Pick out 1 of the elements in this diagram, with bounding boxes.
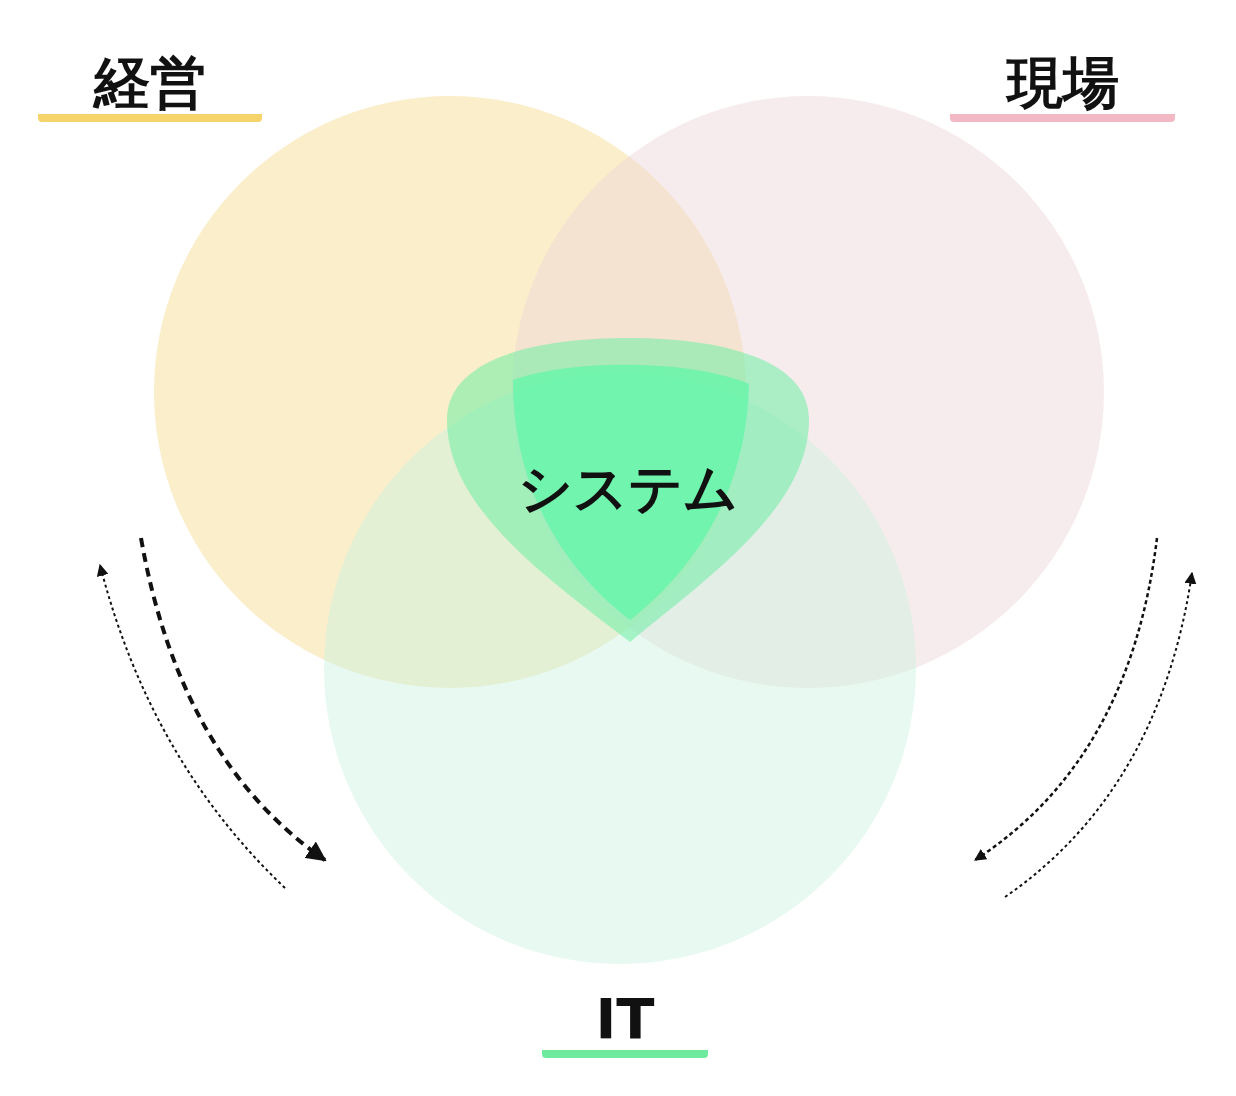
center-label: システム xyxy=(517,456,739,522)
